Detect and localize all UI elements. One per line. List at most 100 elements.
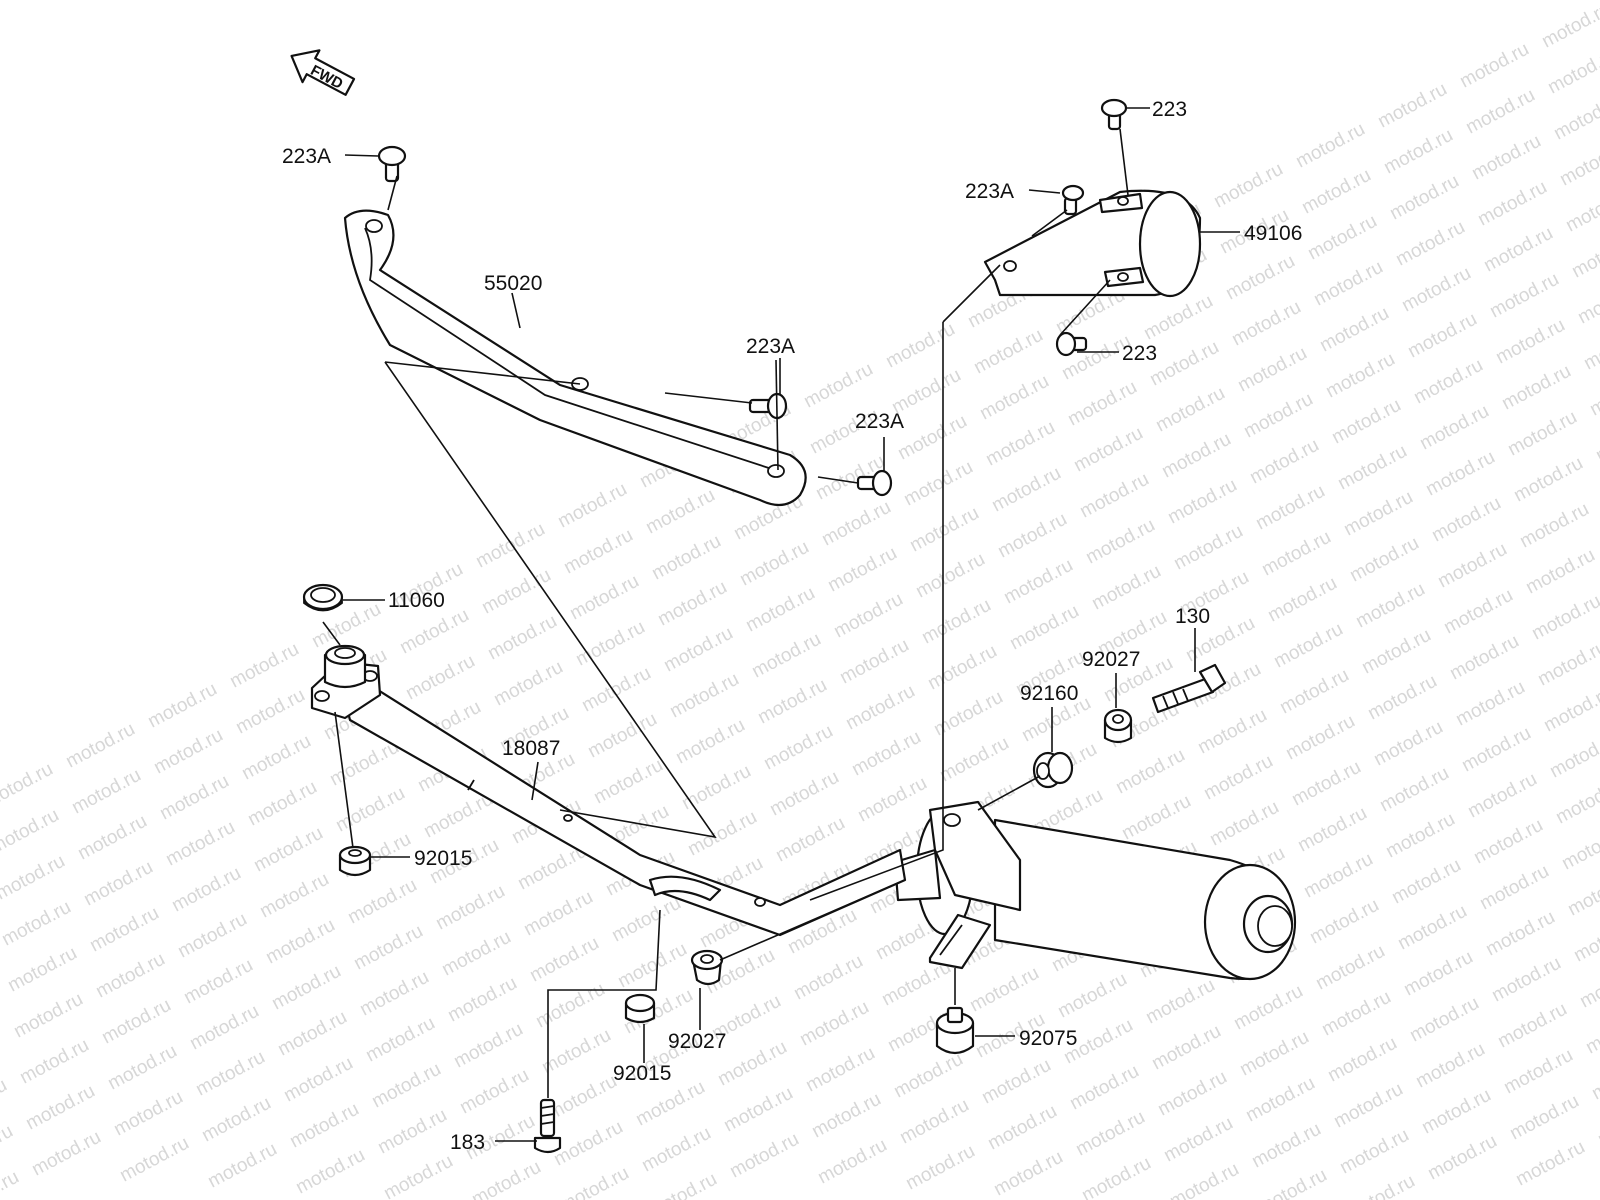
watermark-text: motod.ru xyxy=(970,325,1046,379)
watermark-text: motod.ru xyxy=(848,727,924,781)
watermark-text: motod.ru xyxy=(882,319,958,373)
watermark-text: motod.ru xyxy=(1006,601,1082,655)
watermark-text: motod.ru xyxy=(1480,223,1556,277)
watermark-text: motod.ru xyxy=(1380,125,1456,179)
watermark-text: motod.ru xyxy=(1254,1165,1330,1200)
watermark-text: motod.ru xyxy=(186,1001,262,1055)
watermark-text: motod.ru xyxy=(1066,1061,1142,1115)
watermark-text: motod.ru xyxy=(286,1099,362,1153)
watermark-text: motod.ru xyxy=(1118,791,1194,845)
watermark-text: motod.ru xyxy=(1476,861,1552,915)
watermark-text: motod.ru xyxy=(1148,1021,1224,1075)
watermark-text: motod.ru xyxy=(402,651,478,705)
watermark-text: motod.ru xyxy=(198,1093,274,1147)
watermark-text: motod.ru xyxy=(1064,377,1140,431)
label-223a-heatshield: 223A xyxy=(965,180,1014,203)
watermark-text: motod.ru xyxy=(226,639,302,693)
watermark-text: motod.ru xyxy=(1070,423,1146,477)
watermark-text: motod.ru xyxy=(648,531,724,585)
label-92075: 92075 xyxy=(1019,1027,1077,1050)
watermark-text: motod.ru xyxy=(1318,987,1394,1041)
watermark-text: motod.ru xyxy=(262,915,338,969)
watermark-text: motod.ru xyxy=(86,903,162,957)
label-92015-left: 92015 xyxy=(414,847,472,870)
watermark-text: motod.ru xyxy=(450,1019,526,1073)
watermark-text: motod.ru xyxy=(978,1055,1054,1109)
watermark-text: motod.ru xyxy=(1464,769,1540,823)
watermark-text: motod.ru xyxy=(110,1087,186,1141)
watermark-text: motod.ru xyxy=(1152,383,1228,437)
watermark-text: motod.ru xyxy=(736,537,812,591)
watermark-text: motod.ru xyxy=(912,549,988,603)
watermark-text: motod.ru xyxy=(16,1035,92,1089)
watermark-text: motod.ru xyxy=(68,765,144,819)
watermark-text: motod.ru xyxy=(1154,1067,1230,1121)
watermark-text: motod.ru xyxy=(28,1127,104,1181)
watermark-text: motod.ru xyxy=(824,543,900,597)
watermark-text: motod.ru xyxy=(642,485,718,539)
watermark-text: motod.ru xyxy=(1166,1159,1242,1200)
watermark-text: motod.ru xyxy=(1142,975,1218,1029)
watermark-text: motod.ru xyxy=(1322,349,1398,403)
watermark-text: motod.ru xyxy=(660,623,736,677)
watermark-text: motod.ru xyxy=(1164,475,1240,529)
watermark-text: motod.ru xyxy=(990,1147,1066,1200)
watermark-text: motod.ru xyxy=(1452,677,1528,731)
watermark-text: motod.ru xyxy=(92,949,168,1003)
label-92160: 92160 xyxy=(1020,682,1078,705)
watermark-text: motod.ru xyxy=(1054,969,1130,1023)
watermark-text: motod.ru xyxy=(396,605,472,659)
watermark-text: motod.ru xyxy=(1288,757,1364,811)
watermark-text: motod.ru xyxy=(1370,717,1446,771)
watermark-text: motod.ru xyxy=(1510,453,1586,507)
watermark-text: motod.ru xyxy=(1398,263,1474,317)
watermark-text: motod.ru xyxy=(292,1145,368,1199)
watermark-text: motod.ru xyxy=(556,1163,632,1200)
watermark-text: motod.ru xyxy=(644,1169,720,1200)
watermark-text: motod.ru xyxy=(1388,855,1464,909)
watermark-text: motod.ru xyxy=(1112,745,1188,799)
watermark-text: motod.ru xyxy=(1486,269,1562,323)
label-183: 183 xyxy=(450,1131,485,1154)
watermark-text: motod.ru xyxy=(1206,797,1282,851)
watermark-text: motod.ru xyxy=(748,629,824,683)
watermark-text: motod.ru xyxy=(0,759,57,813)
watermark-text: motod.ru xyxy=(1324,1033,1400,1087)
watermark-text: motod.ru xyxy=(1304,211,1380,265)
watermark-text: motod.ru xyxy=(1404,309,1480,363)
watermark-text: motod.ru xyxy=(432,881,508,935)
watermark-text: motod.ru xyxy=(80,857,156,911)
watermark-text: motod.ru xyxy=(578,663,654,717)
watermark-text: motod.ru xyxy=(1334,441,1410,495)
label-92027-right: 92027 xyxy=(1082,648,1140,671)
watermark-text: motod.ru xyxy=(614,939,690,993)
watermark-text: motod.ru xyxy=(1140,291,1216,345)
watermark-text: motod.ru xyxy=(104,1041,180,1095)
watermark-text: motod.ru xyxy=(1428,493,1504,547)
exhaust-pipe-18087 xyxy=(310,644,907,937)
watermark-text: motod.ru xyxy=(1522,545,1598,599)
watermark-text: motod.ru xyxy=(156,771,232,825)
watermark-text: motod.ru xyxy=(800,359,876,413)
bolt-223-bottom xyxy=(1055,331,1088,357)
damper-92075 xyxy=(935,1006,975,1055)
watermark-text: motod.ru xyxy=(456,1065,532,1119)
watermark-text: motod.ru xyxy=(1418,1085,1494,1139)
watermark-text: motod.ru xyxy=(1582,1005,1600,1059)
watermark-text: motod.ru xyxy=(1072,1107,1148,1161)
watermark-text: motod.ru xyxy=(0,897,75,951)
bolt-223a-top-left xyxy=(377,145,407,183)
watermark-text: motod.ru xyxy=(174,909,250,963)
label-223a-right: 223A xyxy=(855,410,904,433)
watermark-text: motod.ru xyxy=(1376,763,1452,817)
watermark-text: motod.ru xyxy=(1082,515,1158,569)
watermark-text: motod.ru xyxy=(244,777,320,831)
label-92015-center: 92015 xyxy=(613,1062,671,1085)
watermark-text: motod.ru xyxy=(638,1123,714,1177)
watermark-text: motod.ru xyxy=(1552,775,1600,829)
watermark-text: motod.ru xyxy=(854,773,930,827)
watermark-text: motod.ru xyxy=(1574,275,1600,329)
watermark-text: motod.ru xyxy=(1386,171,1462,225)
